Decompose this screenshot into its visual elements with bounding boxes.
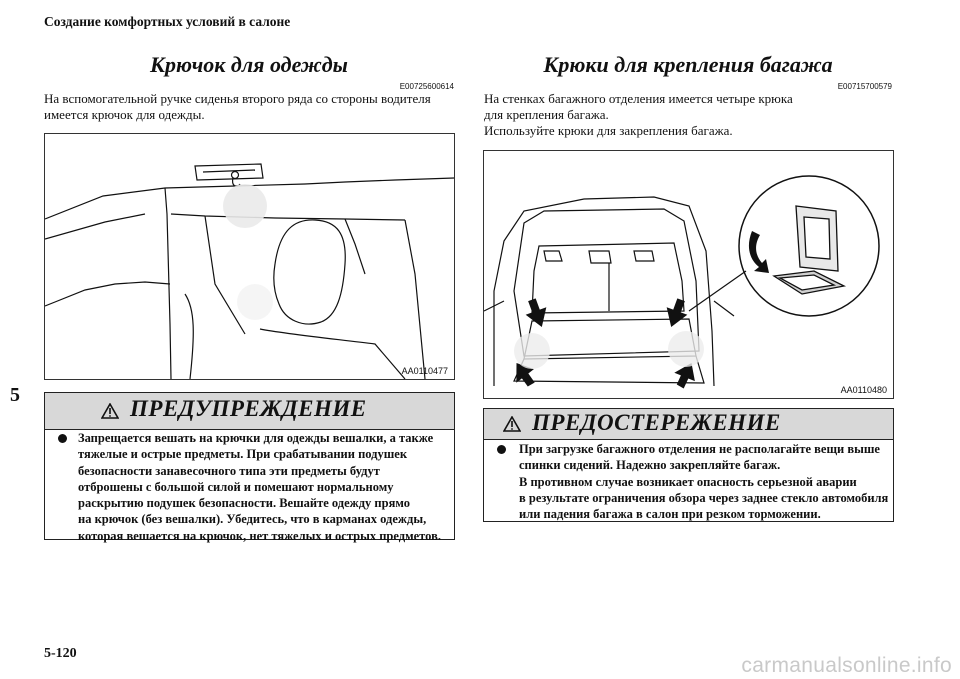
chapter-tab: 5 [10,384,20,406]
caution-line: в результате ограничения обзора через за… [519,490,889,505]
watermark: carmanualsonline.info [741,654,952,677]
text-line: Используйте крюки для закрепления багажа… [484,123,733,138]
section-code: E00715700579 [837,82,892,91]
figure-label: AA0110477 [401,366,448,376]
warning-line: раскрытию подушек безопасности. Вешайте … [78,496,410,511]
warning-header: ПРЕДУПРЕЖДЕНИЕ [45,393,454,430]
cargo-area-illustration [483,175,880,389]
warning-line: Запрещается вешать на крючки для одежды … [78,431,434,445]
caution-line: При загрузке багажного отделения не расп… [519,442,880,456]
text-line: На вспомогательной ручке сиденья второго… [44,91,431,106]
warning-line: которая вешается на крючок, нет тяжелых … [78,528,441,543]
caution-text: При загрузке багажного отделения не расп… [519,441,889,522]
page-number: 5-120 [44,646,77,661]
section-title-clothes-hook: Крючок для одежды [150,52,348,77]
bullet-icon [58,434,67,443]
warning-line: на крючок (без вешалки). Убедитесь, что … [78,512,427,527]
warning-title: ПРЕДУПРЕЖДЕНИЕ [130,396,367,421]
warning-text: Запрещается вешать на крючки для одежды … [78,430,450,544]
caution-line: В противном случае возникает опасность с… [519,474,857,489]
warning-line: тяжелые и острые предметы. При срабатыва… [78,447,408,462]
caution-line: спинки сидений. Надежно закрепляйте бага… [519,458,781,473]
section-title-luggage-hooks: Крюки для крепления багажа [543,52,833,77]
bullet-icon [497,445,506,454]
section-text: На вспомогательной ручке сиденья второго… [44,91,464,123]
figure-luggage-hooks: AA0110480 [483,150,894,399]
warning-line: отброшены с большой силой и помешают нор… [78,479,394,494]
text-line: На стенках багажного отделения имеется ч… [484,91,793,106]
caution-title: ПРЕДОСТЕРЕЖЕНИЕ [532,410,781,435]
figure-label: AA0110480 [840,385,887,395]
caution-box: ПРЕДОСТЕРЕЖЕНИЕ При загрузке багажного о… [483,408,894,522]
warning-box: ПРЕДУПРЕЖДЕНИЕ Запрещается вешать на крю… [44,392,455,543]
warning-triangle-icon [101,403,119,419]
seat-hook-illustration [44,163,455,380]
caution-header: ПРЕДОСТЕРЕЖЕНИЕ [484,409,893,440]
figure-clothes-hook: AA0110477 [44,133,455,380]
running-header: Создание комфортных условий в салоне [44,14,291,29]
caution-line: или падения багажа в салон при резком то… [519,507,821,522]
text-line: имеется крючок для одежды. [44,107,205,122]
warning-triangle-icon [503,416,521,432]
section-text: На стенках багажного отделения имеется ч… [484,91,904,139]
section-code: E00725600614 [399,82,454,91]
text-line: для крепления багажа. [484,107,609,122]
warning-line: безопасности занавесочного типа эти пред… [78,463,380,478]
